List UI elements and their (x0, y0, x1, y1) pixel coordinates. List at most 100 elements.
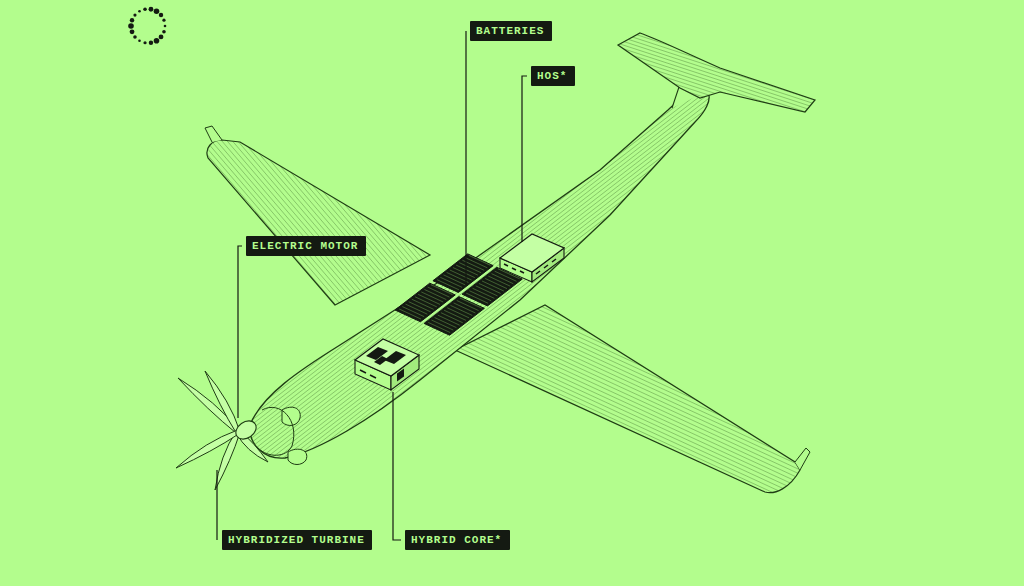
wireframe-line (190, 74, 855, 586)
right-wing (455, 305, 800, 493)
wireframe-line (385, 336, 821, 537)
leader-line (238, 246, 242, 418)
hybrid-core-unit (355, 339, 419, 390)
wireframe-line (148, 18, 813, 531)
wireframe-line (175, 54, 840, 567)
wireframe-line (186, 68, 851, 581)
wireframe-line (172, 119, 380, 362)
label-text: HOS* (537, 69, 569, 83)
wireframe-line (220, 78, 428, 321)
wireframe-line (169, 46, 834, 559)
wireframe-line (375, 358, 811, 559)
logo-dot (130, 29, 135, 34)
wireframe-line (583, 61, 830, 142)
label-text: HYBRIDIZED TURBINE (228, 533, 366, 547)
wireframe-line (141, 145, 349, 388)
wireframe-line (208, 88, 416, 331)
box-detail (374, 356, 388, 365)
wireframe-line (223, 75, 431, 318)
wireframe-line (184, 65, 849, 578)
wireframe-line (582, 65, 829, 146)
wireframe-line (384, 339, 820, 540)
battery-module (424, 297, 484, 336)
wireframe-line (217, 80, 425, 323)
wireframe-line (236, 65, 444, 308)
wireframe-line (242, 59, 450, 302)
winglet (795, 448, 810, 470)
cowl-line (258, 407, 294, 455)
logo-dot (149, 41, 153, 45)
wireframe-line (202, 93, 410, 336)
propeller-blade (176, 430, 239, 468)
leader-lines (217, 31, 527, 540)
logo-dot (130, 18, 134, 22)
leader-line (216, 470, 217, 540)
logo-dot (154, 38, 160, 44)
wireframe-line (190, 104, 398, 347)
wireframe-line (165, 40, 830, 553)
wireframe-line (389, 328, 825, 529)
logo-dot (164, 25, 167, 28)
wireframe-line (150, 137, 358, 380)
logo-dot (159, 13, 163, 17)
stabilizer (618, 33, 815, 112)
wireframe-line (410, 281, 846, 482)
wireframe-line (226, 72, 434, 315)
wireframe-line (409, 285, 845, 486)
box-face (500, 234, 564, 272)
hos-unit (500, 234, 564, 282)
label-text: ELECTRIC MOTOR (252, 239, 360, 253)
wireframe-line (248, 54, 456, 297)
wireframe-line (601, 5, 848, 86)
box-detail (360, 370, 376, 378)
wireframe-line (591, 35, 838, 116)
logo-dot (133, 35, 137, 39)
stabilizer-wireframe (578, 0, 851, 155)
wireframe-line (245, 57, 453, 300)
wireframe-line (599, 11, 846, 92)
wireframe-line (181, 111, 389, 354)
part-label: HOS* (531, 66, 575, 86)
box-detail (504, 259, 556, 274)
wireframe-line (138, 148, 346, 391)
logo-dot (149, 7, 154, 12)
wireframe-line (588, 45, 835, 126)
part-label: HYBRIDIZED TURBINE (222, 530, 372, 550)
wireframe-line (214, 83, 422, 326)
part-label: HYBRID CORE* (405, 530, 510, 550)
wireframe-line (578, 75, 825, 156)
wireframe-line (589, 41, 836, 122)
logo-dot (138, 39, 141, 42)
logo-dot (143, 41, 146, 44)
leader-line (393, 392, 401, 540)
battery-cell-line (469, 255, 491, 265)
logo-dot (143, 7, 147, 11)
wireframe-line (205, 91, 413, 334)
label-text: HYBRID CORE* (411, 533, 504, 547)
fuselage-wireframe (101, 0, 860, 586)
wireframe-line (251, 52, 459, 295)
stabilizer (618, 33, 815, 112)
wireframe-line (598, 15, 845, 96)
wireframe-line (167, 43, 832, 556)
wireframe-line (184, 109, 392, 352)
wireframe-line (199, 96, 407, 339)
wireframe-line (597, 18, 844, 99)
wireframe-line (195, 79, 860, 586)
fuselage (250, 91, 709, 458)
logo-dot (133, 13, 136, 16)
wireframe-line (178, 114, 386, 357)
propeller-blade (205, 371, 240, 433)
spinner (232, 417, 259, 443)
wireframe-line (584, 58, 831, 139)
wireframe-line (147, 140, 355, 383)
exhaust (288, 449, 307, 464)
box-detail (384, 351, 406, 364)
part-label: ELECTRIC MOTOR (246, 236, 366, 256)
wireframe-line (169, 122, 377, 365)
logo-dot (162, 30, 166, 34)
wireframe-line (192, 76, 857, 586)
